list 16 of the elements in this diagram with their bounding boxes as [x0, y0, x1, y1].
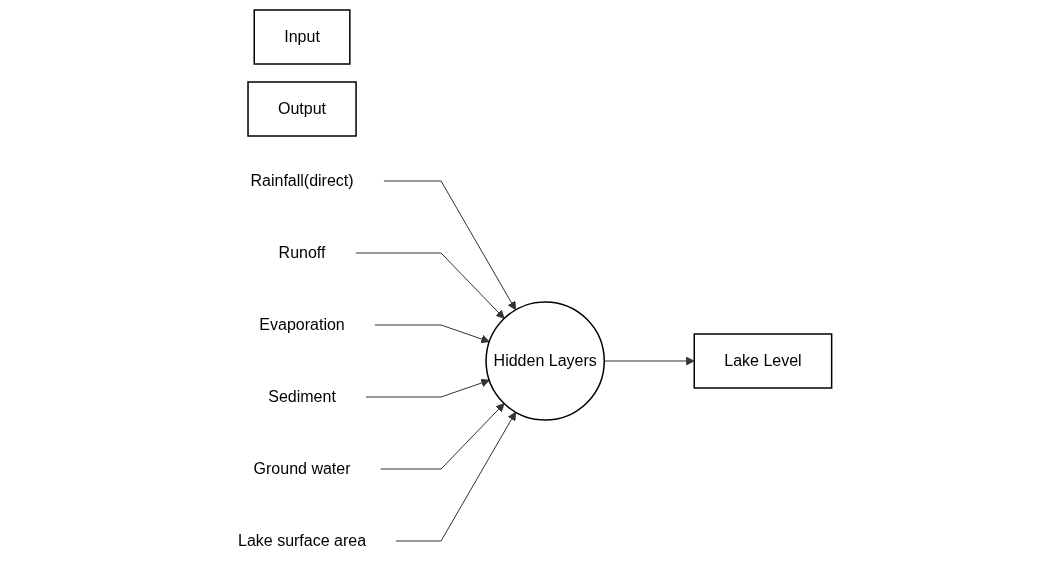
arrow — [395, 411, 517, 541]
arrow — [365, 378, 490, 397]
node-box: Input — [253, 8, 351, 65]
arrow — [355, 252, 505, 319]
arrow — [380, 402, 505, 469]
arrow — [383, 180, 517, 310]
node-text: Evaporation — [259, 315, 345, 333]
node-circle: Hidden Layers — [485, 300, 606, 421]
node-text: Ground water — [253, 459, 351, 477]
node-text: Sediment — [268, 387, 337, 405]
node-box: Lake Level — [693, 332, 833, 389]
node-text: Runoff — [278, 243, 326, 261]
node-box: Output — [247, 80, 357, 137]
arrow — [374, 324, 490, 343]
node-text: Rainfall(direct) — [250, 171, 354, 189]
node-text: Lake surface area — [238, 531, 367, 549]
